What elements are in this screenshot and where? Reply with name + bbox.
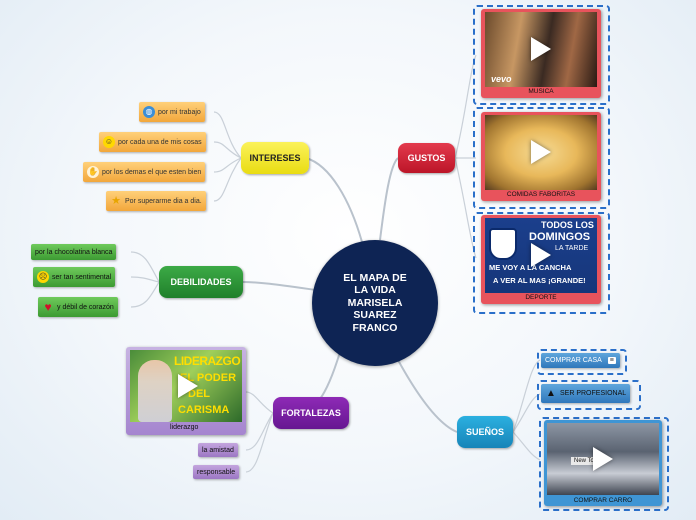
deporte-caption: DEPORTE [481, 294, 601, 301]
intereses-item-demas[interactable]: ✋ por los demas el que esten bien [83, 162, 205, 182]
branch-debilidades[interactable]: DEBILIDADES [159, 266, 243, 298]
fortalezas-item-amistad[interactable]: la amistad [198, 443, 238, 457]
play-icon[interactable] [593, 447, 613, 471]
car-image: New Tor [547, 423, 659, 495]
branch-suenos[interactable]: SUEÑOS [457, 416, 513, 448]
globe-icon: ◍ [143, 106, 155, 118]
person-figure [138, 360, 172, 422]
musica-caption: MUSICA [481, 88, 601, 95]
debilidades-item-sentimental[interactable]: ☹ ser tan sentimental [33, 267, 115, 287]
thumbs-up-icon: ✋ [87, 166, 99, 178]
link-suenos [398, 360, 457, 432]
liderazgo-card[interactable]: LIDERAZGO EL PODER DEL CARISMA liderazgo [126, 347, 246, 435]
intereses-item-trabajo[interactable]: ◍ por mi trabajo [139, 102, 205, 122]
deporte-card[interactable]: TODOS LOS DOMINGOS LA TARDE ME VOY A LA … [481, 215, 601, 304]
suenos-item-comprar-casa[interactable]: COMPRAR CASA ≡ [541, 353, 620, 368]
fortalezas-item-responsable[interactable]: responsable [193, 465, 239, 479]
intereses-item-cosas[interactable]: ☺ por cada una de mis cosas [99, 132, 206, 152]
central-topic[interactable]: EL MAPA DE LA VIDA MARISELA SUAREZ FRANC… [312, 240, 438, 366]
debilidades-item-chocolatina[interactable]: por la chocolatina blanca [31, 244, 116, 260]
central-title: EL MAPA DE LA VIDA MARISELA SUAREZ FRANC… [343, 272, 406, 335]
link-intereses [306, 158, 362, 242]
club-crest-icon [489, 228, 517, 260]
suenos-item-ser-profesional[interactable]: ▲ SER PROFESIONAL [541, 384, 630, 403]
play-icon[interactable] [531, 243, 551, 267]
branch-gustos[interactable]: GUSTOS [398, 143, 455, 173]
note-icon[interactable]: ≡ [608, 357, 616, 364]
branch-gustos-label: GUSTOS [408, 153, 446, 163]
deporte-image: TODOS LOS DOMINGOS LA TARDE ME VOY A LA … [485, 218, 597, 293]
branch-fortalezas-label: FORTALEZAS [281, 408, 341, 418]
vevo-logo: vevo [491, 74, 512, 84]
sad-face-icon: ☹ [37, 271, 49, 283]
poster-line-1: LIDERAZGO [174, 354, 240, 368]
graduation-cap-icon: ▲ [545, 388, 557, 400]
play-icon[interactable] [531, 140, 551, 164]
comidas-card[interactable]: COMIDAS FABORITAS [481, 112, 601, 201]
branch-intereses-label: INTERESES [249, 153, 300, 163]
heart-icon: ♥ [42, 301, 54, 313]
liderazgo-caption: liderazgo [126, 424, 290, 431]
star-icon: ★ [110, 195, 122, 207]
musica-image: vevo [485, 12, 597, 87]
link-gustos [380, 158, 398, 240]
smiley-icon: ☺ [103, 136, 115, 148]
musica-card[interactable]: vevo MUSICA [481, 9, 601, 98]
play-icon[interactable] [178, 374, 198, 398]
comidas-image [485, 115, 597, 190]
poster-line-4: CARISMA [178, 404, 229, 416]
link-debilidades [243, 282, 316, 290]
branch-intereses[interactable]: INTERESES [241, 142, 309, 174]
branch-debilidades-label: DEBILIDADES [170, 277, 231, 287]
play-icon[interactable] [531, 37, 551, 61]
debilidades-item-corazon[interactable]: ♥ y débil de corazón [38, 297, 118, 317]
comprar-carro-card[interactable]: New Tor COMPRAR CARRO [544, 420, 662, 506]
intereses-item-superarme[interactable]: ★ Por superarme dia a dia. [106, 191, 206, 211]
liderazgo-image: LIDERAZGO EL PODER DEL CARISMA [130, 350, 242, 422]
comidas-caption: COMIDAS FABORITAS [481, 191, 601, 198]
branch-suenos-label: SUEÑOS [466, 427, 504, 437]
comprar-carro-caption: COMPRAR CARRO [544, 497, 662, 504]
